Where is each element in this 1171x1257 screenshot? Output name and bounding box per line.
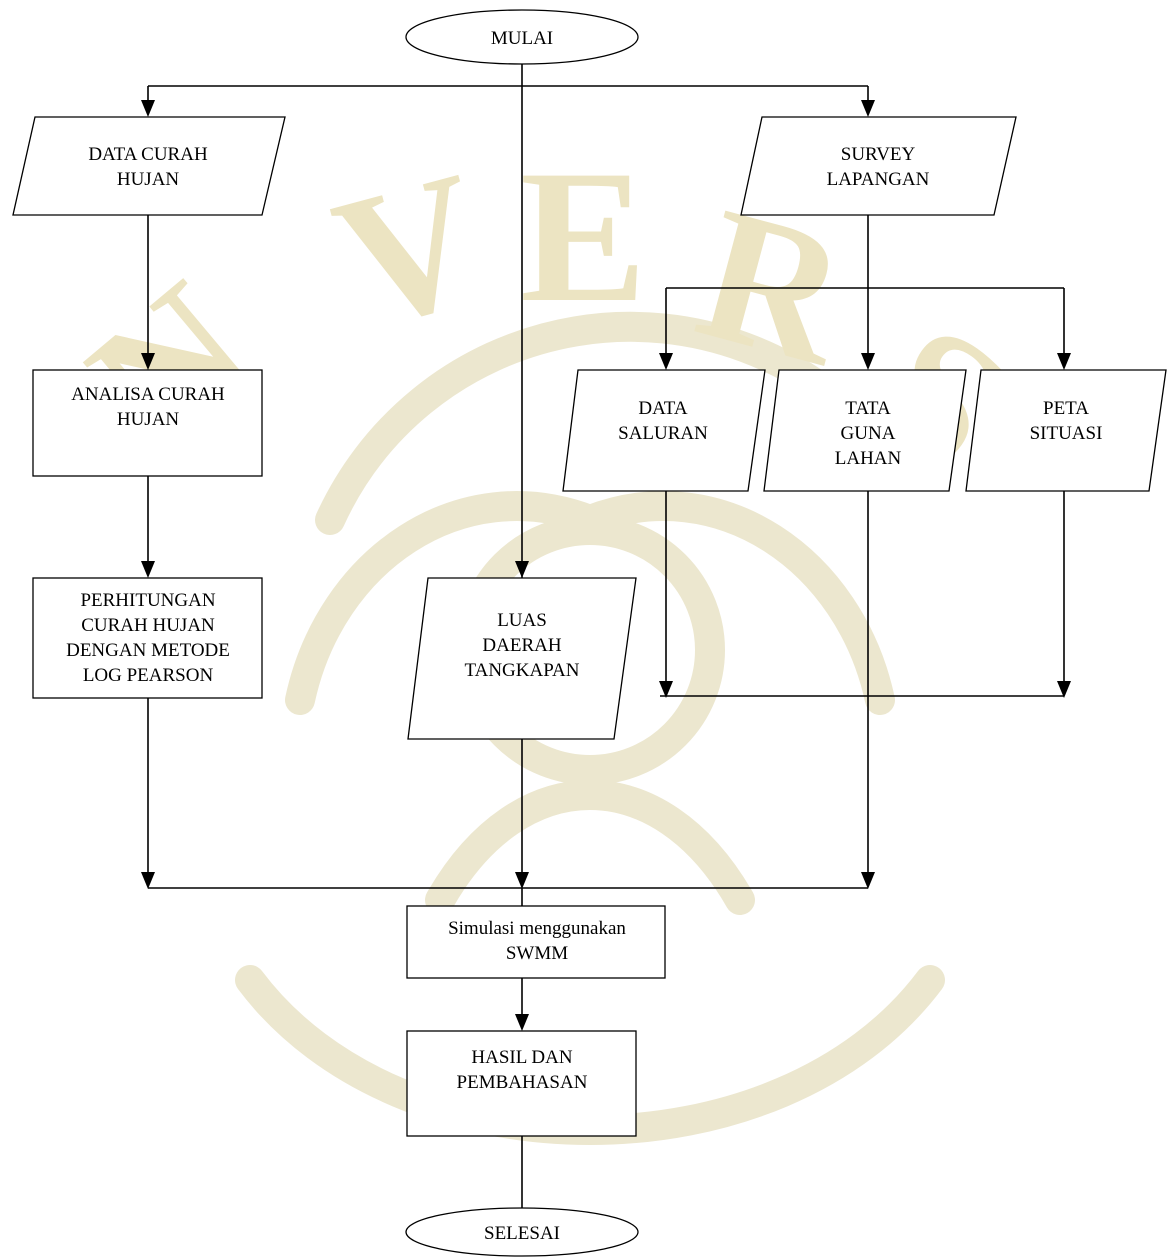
- arrow-head-icon: [141, 353, 155, 370]
- arrow-head-icon: [141, 872, 155, 889]
- arrow-head-icon: [659, 681, 673, 698]
- node-selesai: SELESAI: [405, 1207, 639, 1257]
- arrow-head-icon: [141, 561, 155, 578]
- node-analisa-curah-hujan-line-2: HUJAN: [117, 409, 180, 430]
- node-survey-lapangan-line-2: LAPANGAN: [827, 169, 930, 190]
- node-survey-lapangan-line-1: SURVEY: [841, 144, 916, 165]
- node-peta-situasi-line-2: SITUASI: [1030, 423, 1103, 444]
- node-tata-guna-lahan-line-3: LAHAN: [835, 448, 902, 469]
- node-simulasi-swmm: Simulasi menggunakan SWMM: [406, 905, 666, 979]
- node-analisa-curah-hujan: ANALISA CURAH HUJAN: [32, 369, 263, 477]
- node-peta-situasi: PETA SITUASI: [965, 369, 1167, 492]
- node-luas-daerah-tangkapan: LUAS DAERAH TANGKAPAN: [407, 577, 637, 740]
- node-simulasi-line-2: SWMM: [506, 943, 568, 964]
- node-luas-daerah-line-2: DAERAH: [482, 635, 561, 656]
- node-mulai-line-1: MULAI: [491, 28, 553, 49]
- arrow-head-icon: [659, 353, 673, 370]
- node-mulai: MULAI: [405, 9, 639, 65]
- node-perhitungan-line-3: DENGAN METODE: [66, 640, 230, 661]
- node-luas-daerah-line-3: TANGKAPAN: [465, 660, 580, 681]
- svg-text:V: V: [317, 132, 504, 370]
- node-tata-guna-lahan: TATA GUNA LAHAN: [763, 369, 967, 492]
- node-data-curah-hujan-line-1: DATA CURAH: [88, 144, 208, 165]
- node-data-saluran-line-1: DATA: [638, 398, 687, 419]
- arrow-head-icon: [861, 100, 875, 117]
- arrow-head-icon: [1057, 681, 1071, 698]
- node-perhitungan-line-1: PERHITUNGAN: [80, 590, 215, 611]
- svg-text:E: E: [520, 132, 647, 342]
- node-data-curah-hujan-line-2: HUJAN: [117, 169, 180, 190]
- arrow-head-icon: [1057, 353, 1071, 370]
- arrow-head-icon: [515, 1014, 529, 1031]
- node-survey-lapangan: SURVEY LAPANGAN: [740, 116, 1017, 216]
- arrow-head-icon: [515, 872, 529, 889]
- node-hasil-line-1: HASIL DAN: [471, 1047, 572, 1068]
- node-analisa-curah-hujan-line-1: ANALISA CURAH: [71, 384, 225, 405]
- arrow-head-icon: [861, 353, 875, 370]
- arrow-head-icon: [861, 872, 875, 889]
- node-data-saluran-line-2: SALURAN: [618, 423, 708, 444]
- node-hasil-line-2: PEMBAHASAN: [457, 1072, 588, 1093]
- connector-lines: [147, 64, 1065, 1218]
- node-perhitungan-line-2: CURAH HUJAN: [81, 615, 215, 636]
- node-tata-guna-lahan-line-2: GUNA: [841, 423, 896, 444]
- node-luas-daerah-line-1: LUAS: [497, 610, 547, 631]
- node-hasil-pembahasan: HASIL DAN PEMBAHASAN: [406, 1030, 637, 1137]
- node-perhitungan-curah-hujan: PERHITUNGAN CURAH HUJAN DENGAN METODE LO…: [32, 577, 263, 699]
- node-tata-guna-lahan-line-1: TATA: [845, 398, 891, 419]
- arrow-head-icon: [141, 100, 155, 117]
- arrow-head-icon: [515, 561, 529, 578]
- node-simulasi-line-1: Simulasi menggunakan: [448, 918, 626, 939]
- node-data-curah-hujan: DATA CURAH HUJAN: [12, 116, 286, 216]
- node-selesai-line-1: SELESAI: [484, 1223, 560, 1244]
- node-data-saluran: DATA SALURAN: [562, 369, 766, 492]
- node-perhitungan-line-4: LOG PEARSON: [83, 665, 214, 686]
- node-peta-situasi-line-1: PETA: [1043, 398, 1089, 419]
